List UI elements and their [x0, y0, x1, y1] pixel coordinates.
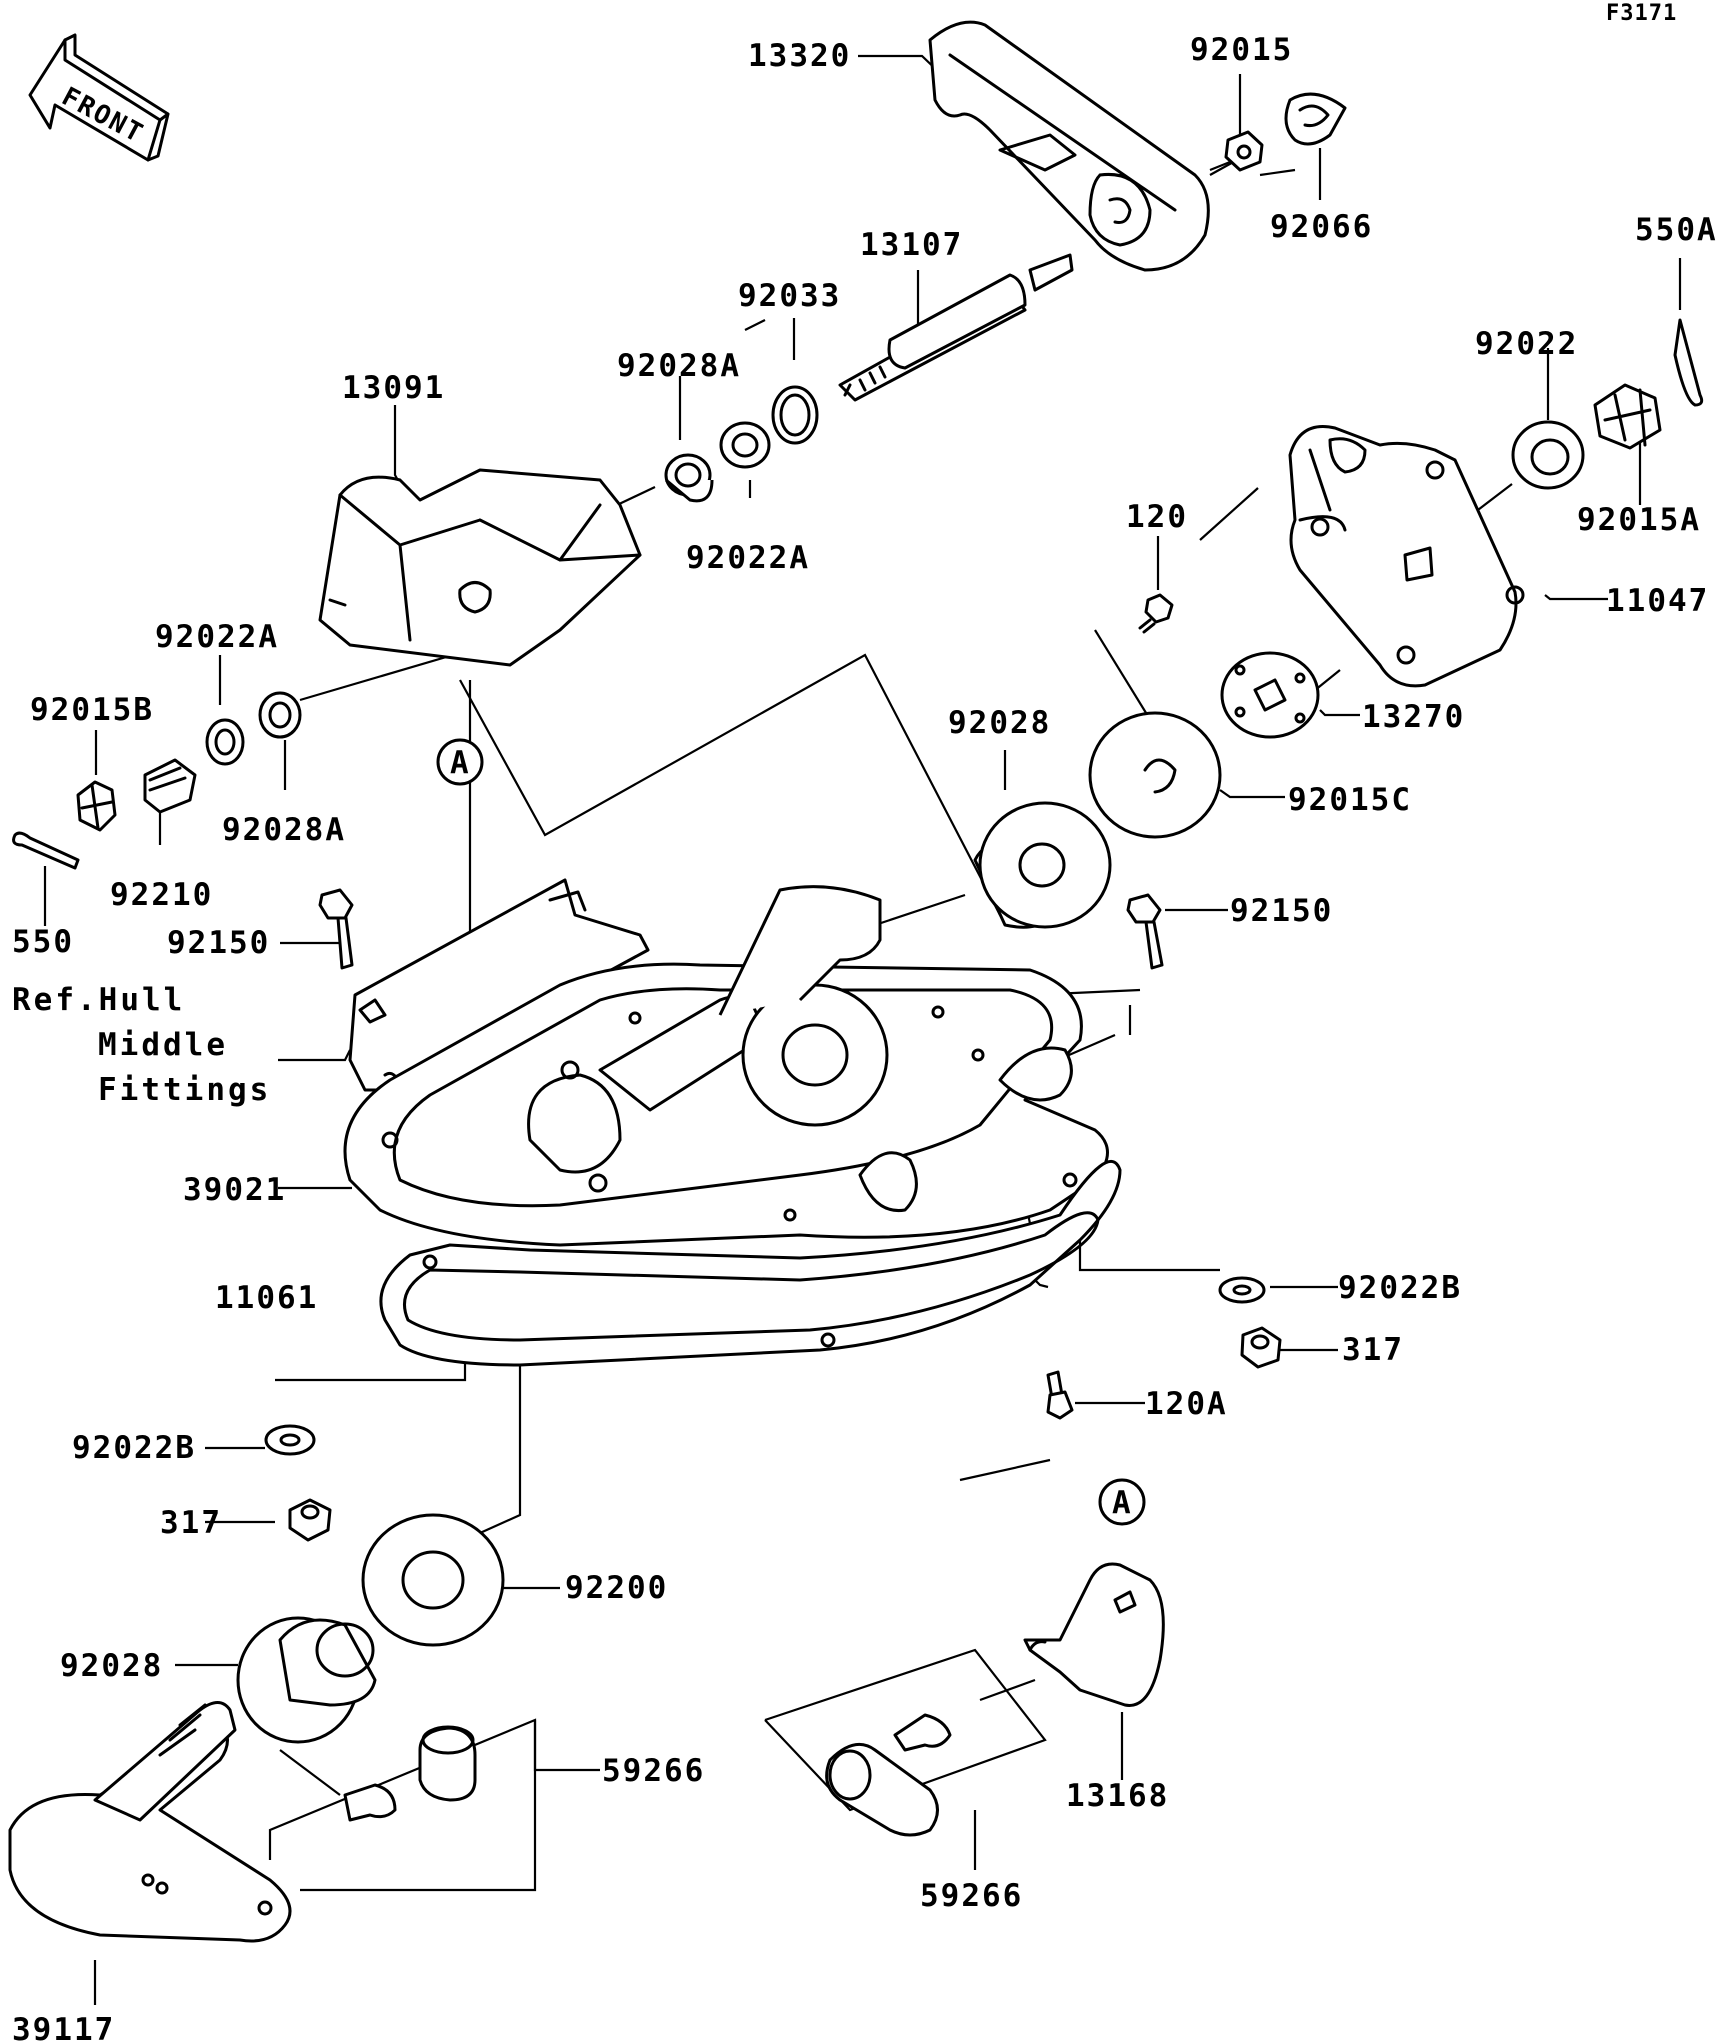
- label-59266-left: 59266: [602, 1753, 705, 1789]
- handle-13320: [928, 20, 1210, 272]
- label-13107: 13107: [860, 227, 963, 263]
- hull-fitting-bracket: [348, 878, 650, 1092]
- front-arrow-icon: FRONT: [28, 33, 170, 162]
- bolt-92150-left: [318, 888, 354, 970]
- label-92015B: 92015B: [30, 692, 154, 728]
- label-13320: 13320: [748, 38, 851, 74]
- washer-92022B-right: [1218, 1276, 1266, 1304]
- label-317-right: 317: [1342, 1332, 1404, 1368]
- label-92210: 92210: [110, 877, 213, 913]
- label-11047: 11047: [1606, 583, 1709, 619]
- nut-92015: [1224, 130, 1264, 172]
- label-92022: 92022: [1475, 326, 1578, 362]
- label-13270: 13270: [1362, 699, 1465, 735]
- bracket-13168: [1023, 1562, 1165, 1707]
- label-92022B-right: 92022B: [1338, 1270, 1462, 1306]
- ball-joint-59266-left: [343, 1725, 477, 1822]
- label-550A: 550A: [1635, 212, 1718, 248]
- label-550: 550: [12, 924, 74, 960]
- ref-note-line-1: Ref.Hull: [12, 982, 185, 1018]
- bracket-11047: [1288, 425, 1525, 688]
- washer-92022A-left: [205, 718, 245, 766]
- washer-92022A-top: [719, 421, 771, 469]
- label-92028-bottom: 92028: [60, 1648, 163, 1684]
- label-92150-right: 92150: [1230, 893, 1333, 929]
- disk-92015C: [1088, 711, 1222, 839]
- cotter-pin-550: [12, 831, 80, 870]
- nut-317-left: [288, 1498, 332, 1542]
- marker-a-bottom-label: A: [1112, 1485, 1133, 1521]
- label-92033: 92033: [738, 278, 841, 314]
- washer-92022B-left: [264, 1424, 316, 1456]
- bolt-120: [1138, 593, 1174, 634]
- housing-13091: [318, 468, 642, 667]
- cotter-pin-550A: [1673, 318, 1704, 407]
- nut-317-right: [1240, 1326, 1282, 1369]
- label-92015C: 92015C: [1288, 782, 1412, 818]
- label-11061: 11061: [215, 1280, 318, 1316]
- plate-13270: [1220, 651, 1320, 739]
- label-92150-left: 92150: [167, 925, 270, 961]
- label-120: 120: [1126, 499, 1188, 535]
- washer-92200: [361, 1513, 505, 1647]
- bushing-92028-bottom: [236, 1616, 377, 1744]
- label-92200: 92200: [565, 1570, 668, 1606]
- label-92028A-top: 92028A: [617, 348, 741, 384]
- ref-note-line-2: Middle: [98, 1027, 228, 1063]
- castle-nut-92015A: [1593, 383, 1662, 450]
- bolt-120A: [1046, 1370, 1074, 1420]
- clip-92066: [1284, 92, 1347, 146]
- label-92022A-top: 92022A: [686, 540, 810, 576]
- label-13168: 13168: [1066, 1778, 1169, 1814]
- label-59266-bottom: 59266: [920, 1878, 1023, 1914]
- washer-92022: [1511, 420, 1585, 490]
- gasket-11061: [379, 1159, 1122, 1367]
- arm-39117: [8, 1701, 292, 1943]
- bolt-92150-right: [1126, 893, 1164, 970]
- marker-a-top-label: A: [450, 745, 471, 781]
- ball-joint-59266-bottom: [825, 1713, 952, 1837]
- plate-39021: [343, 885, 1109, 1247]
- marker-a-top: A: [436, 738, 484, 786]
- bushing-92028-top: [973, 801, 1112, 929]
- ref-note-line-3: Fittings: [98, 1072, 271, 1108]
- label-92066: 92066: [1270, 209, 1373, 245]
- snap-ring-92033: [771, 385, 819, 445]
- label-13091: 13091: [342, 370, 445, 406]
- label-317-left: 317: [160, 1505, 222, 1541]
- label-92015A: 92015A: [1577, 502, 1701, 538]
- label-120A: 120A: [1145, 1386, 1228, 1422]
- label-39021: 39021: [183, 1172, 286, 1208]
- label-39117: 39117: [12, 2012, 115, 2044]
- label-92022A-left: 92022A: [155, 619, 279, 655]
- label-92022B-left: 92022B: [72, 1430, 196, 1466]
- bushing-92028A-top: [664, 453, 714, 503]
- figure-code: F3171: [1606, 1, 1677, 26]
- label-92015: 92015: [1190, 32, 1293, 68]
- label-92028A-left: 92028A: [222, 812, 346, 848]
- shaft-13107: [838, 253, 1074, 402]
- label-92028-top: 92028: [948, 705, 1051, 741]
- plug-92210: [143, 758, 197, 814]
- marker-a-bottom: A: [1098, 1478, 1146, 1526]
- castle-nut-92015B: [76, 780, 117, 832]
- bushing-92028A-left: [258, 691, 302, 739]
